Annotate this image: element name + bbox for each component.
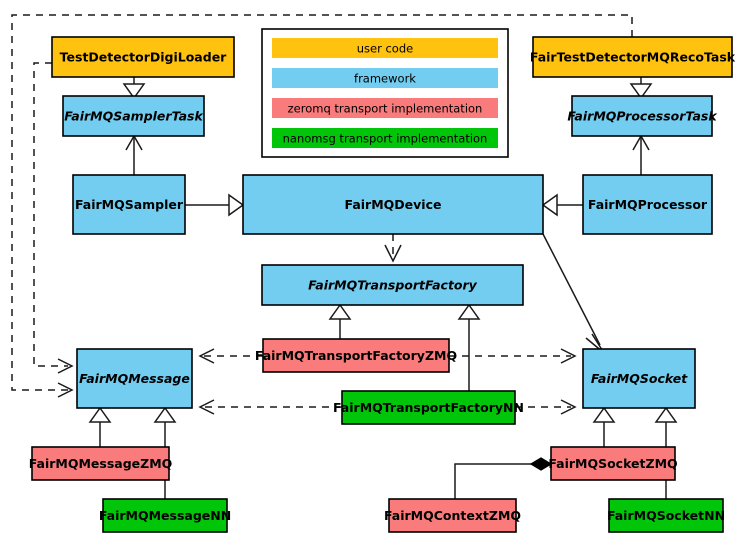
edge-processor-to-device: [541, 193, 583, 217]
class-node-box: [242, 174, 544, 235]
class-node-fairmqsampler[interactable]: FairMQSampler: [72, 174, 186, 235]
class-node-fairmqdevice[interactable]: FairMQDevice: [242, 174, 544, 235]
edge-messagezmq-to-message: [88, 406, 112, 447]
edge-recotask-to-message: [11, 14, 633, 398]
edge-recotask-to-processortask: [629, 77, 653, 100]
class-node-box: [550, 446, 676, 481]
class-node-fairmqprocessor[interactable]: FairMQProcessor: [582, 174, 713, 235]
class-node-box: [388, 498, 517, 533]
edge-tfzmq-to-message: [198, 348, 263, 364]
class-node-box: [31, 446, 170, 481]
class-node-box: [582, 174, 713, 235]
legend-swatch: [272, 68, 498, 88]
edge-layer: [11, 14, 678, 499]
legend-swatch: [272, 98, 498, 118]
class-node-testdetectordigiloader[interactable]: TestDetectorDigiLoader: [51, 36, 235, 78]
edge-socketzmq-to-contextzmq: [454, 457, 553, 499]
class-node-box: [571, 95, 713, 137]
edge-processor-to-processortask: [632, 134, 650, 175]
class-node-fairmqmessage[interactable]: FairMQMessage: [76, 348, 193, 409]
legend-item-1: framework: [272, 68, 498, 88]
edge-socketzmq-to-socket: [592, 406, 616, 447]
edge-sampler-to-samplertask: [125, 134, 143, 175]
edge-tfzmq-to-transportfactory: [328, 303, 352, 339]
class-node-fairmqsocketzmq[interactable]: FairMQSocketZMQ: [548, 446, 678, 481]
class-node-fairmqtransportfactoryzmq[interactable]: FairMQTransportFactoryZMQ: [255, 338, 457, 373]
edge-device-to-transportfactory: [384, 234, 402, 263]
legend: user code framework zeromq transport imple…: [261, 28, 509, 158]
class-node-fairmqsocketnn[interactable]: FairMQSocketNN: [607, 498, 725, 533]
edge-digiloader-to-message: [33, 62, 74, 374]
legend-swatch: [272, 38, 498, 58]
class-node-box: [262, 338, 450, 373]
class-node-box: [261, 264, 524, 306]
class-node-fairmqtransportfactorynn[interactable]: FairMQTransportFactoryNN: [333, 390, 524, 425]
class-node-fairmqsamplertask[interactable]: FairMQSamplerTask: [62, 95, 205, 137]
class-node-box: [76, 348, 193, 409]
class-node-box: [62, 95, 205, 137]
legend-item-0: user code: [272, 38, 498, 58]
legend-swatch: [272, 128, 498, 148]
class-node-box: [582, 348, 696, 409]
class-node-box: [608, 498, 724, 533]
edge-tfzmq-to-socket: [449, 348, 577, 364]
class-node-box: [51, 36, 235, 78]
edge-sampler-to-device: [185, 193, 245, 217]
class-node-fairmqcontextzmq[interactable]: FairMQContextZMQ: [384, 498, 521, 533]
legend-item-2: zeromq transport implementation: [272, 98, 498, 118]
class-node-box: [341, 390, 516, 425]
class-node-fairtestdetectormqrecotask[interactable]: FairTestDetectorMQRecoTask: [530, 36, 736, 78]
class-node-fairmqmessagezmq[interactable]: FairMQMessageZMQ: [29, 446, 173, 481]
class-node-fairmqmessagenn[interactable]: FairMQMessageNN: [99, 498, 231, 533]
edge-device-to-socket: [542, 233, 605, 354]
class-node-fairmqsocket[interactable]: FairMQSocket: [582, 348, 696, 409]
class-node-box: [102, 498, 228, 533]
edge-tfnn-to-socket: [515, 399, 577, 415]
class-node-fairmqprocessortask[interactable]: FairMQProcessorTask: [567, 95, 717, 137]
edge-tfnn-to-transportfactory: [457, 303, 481, 391]
class-node-box: [72, 174, 186, 235]
class-node-box: [532, 36, 733, 78]
edge-digiloader-to-samplertask: [122, 77, 146, 100]
legend-item-3: nanomsg transport implementation: [272, 128, 498, 148]
class-node-fairmqtransportfactory[interactable]: FairMQTransportFactory: [261, 264, 524, 306]
edge-tfnn-to-message: [198, 399, 342, 415]
